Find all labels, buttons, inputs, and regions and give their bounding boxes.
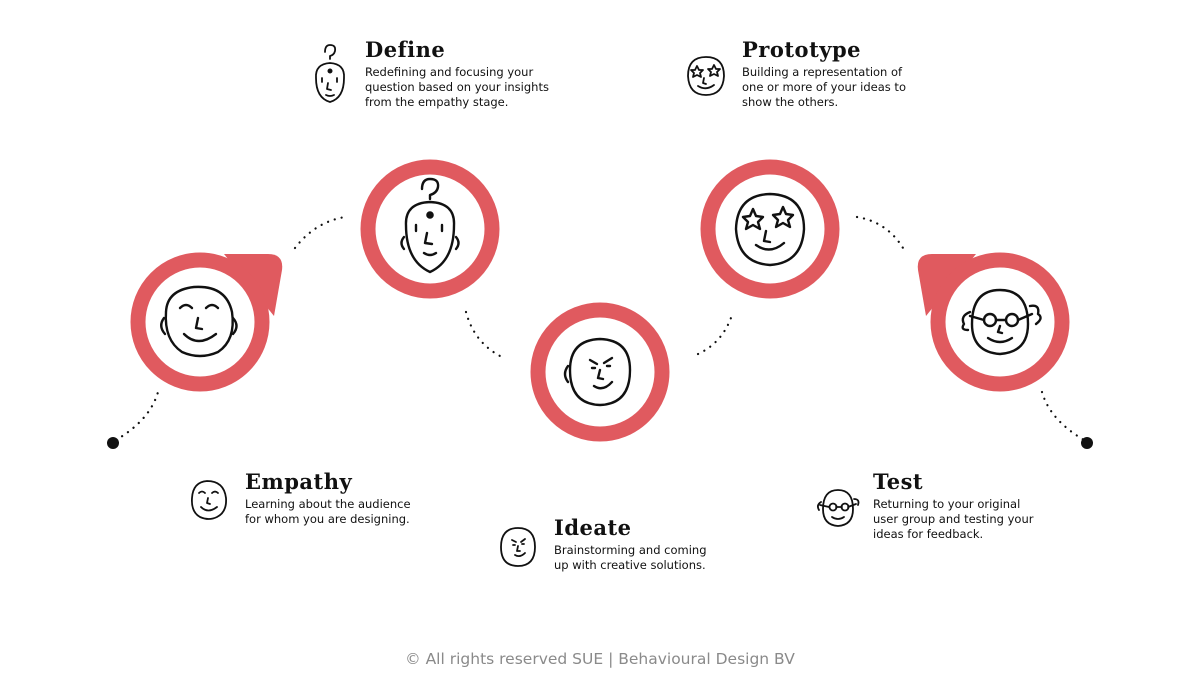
mini-face-prototype xyxy=(687,56,725,96)
mini-face-empathy xyxy=(191,480,227,520)
desc-line: Returning to your original xyxy=(873,497,1021,511)
desc-line: Building a representation of xyxy=(742,65,903,79)
desc-line: Redefining and focusing your xyxy=(365,65,534,79)
connector-prototype-test xyxy=(855,215,905,250)
desc-line: up with creative solutions. xyxy=(554,558,706,572)
connector-test-end xyxy=(1040,390,1086,442)
desc-line: from the empathy stage. xyxy=(365,95,509,109)
connector-dotted-lines xyxy=(114,215,1086,442)
desc-line: Brainstorming and coming xyxy=(554,543,707,557)
connector-ideate-prototype xyxy=(696,310,735,356)
stage-title-define: Define xyxy=(365,37,446,62)
desc-line: show the others. xyxy=(742,95,839,109)
mini-face-define xyxy=(315,44,345,103)
stage-desc-ideate: Brainstorming and coming up with creativ… xyxy=(554,543,707,573)
connector-define-ideate xyxy=(464,310,502,358)
desc-line: user group and testing your xyxy=(873,512,1034,526)
questioning-face-icon xyxy=(400,177,460,274)
end-dot xyxy=(1081,437,1093,449)
stage-title-prototype: Prototype xyxy=(742,37,862,62)
desc-line: for whom you are designing. xyxy=(245,512,410,526)
star-eyed-face-icon xyxy=(734,192,806,267)
stage-ring-test xyxy=(917,254,1062,384)
stage-ring-define xyxy=(368,167,492,291)
stage-title-ideate: Ideate xyxy=(554,515,632,540)
stage-ring-empathy xyxy=(138,254,283,384)
stage-desc-prototype: Building a representation of one or more… xyxy=(742,65,906,110)
desc-line: question based on your insights xyxy=(365,80,549,94)
determined-face-icon xyxy=(563,337,632,407)
stage-ring-prototype xyxy=(708,167,832,291)
stage-desc-test: Returning to your original user group an… xyxy=(873,497,1033,542)
mini-face-test xyxy=(816,489,860,527)
stage-desc-empathy: Learning about the audience for whom you… xyxy=(245,497,411,527)
smiling-face-icon xyxy=(160,285,238,358)
glasses-face-icon xyxy=(961,288,1042,356)
stage-title-empathy: Empathy xyxy=(245,469,353,494)
start-dot xyxy=(107,437,119,449)
copyright-footer: © All rights reserved SUE | Behavioural … xyxy=(405,650,795,668)
mini-face-ideate xyxy=(500,527,536,567)
desc-line: ideas for feedback. xyxy=(873,527,984,541)
desc-line: Learning about the audience xyxy=(245,497,411,511)
stage-title-test: Test xyxy=(873,469,924,494)
connector-empathy-define xyxy=(293,215,347,250)
desc-line: one or more of your ideas to xyxy=(742,80,906,94)
stage-ring-ideate xyxy=(538,310,662,434)
stage-desc-define: Redefining and focusing your question ba… xyxy=(365,65,549,110)
connector-start-empathy xyxy=(114,390,160,442)
